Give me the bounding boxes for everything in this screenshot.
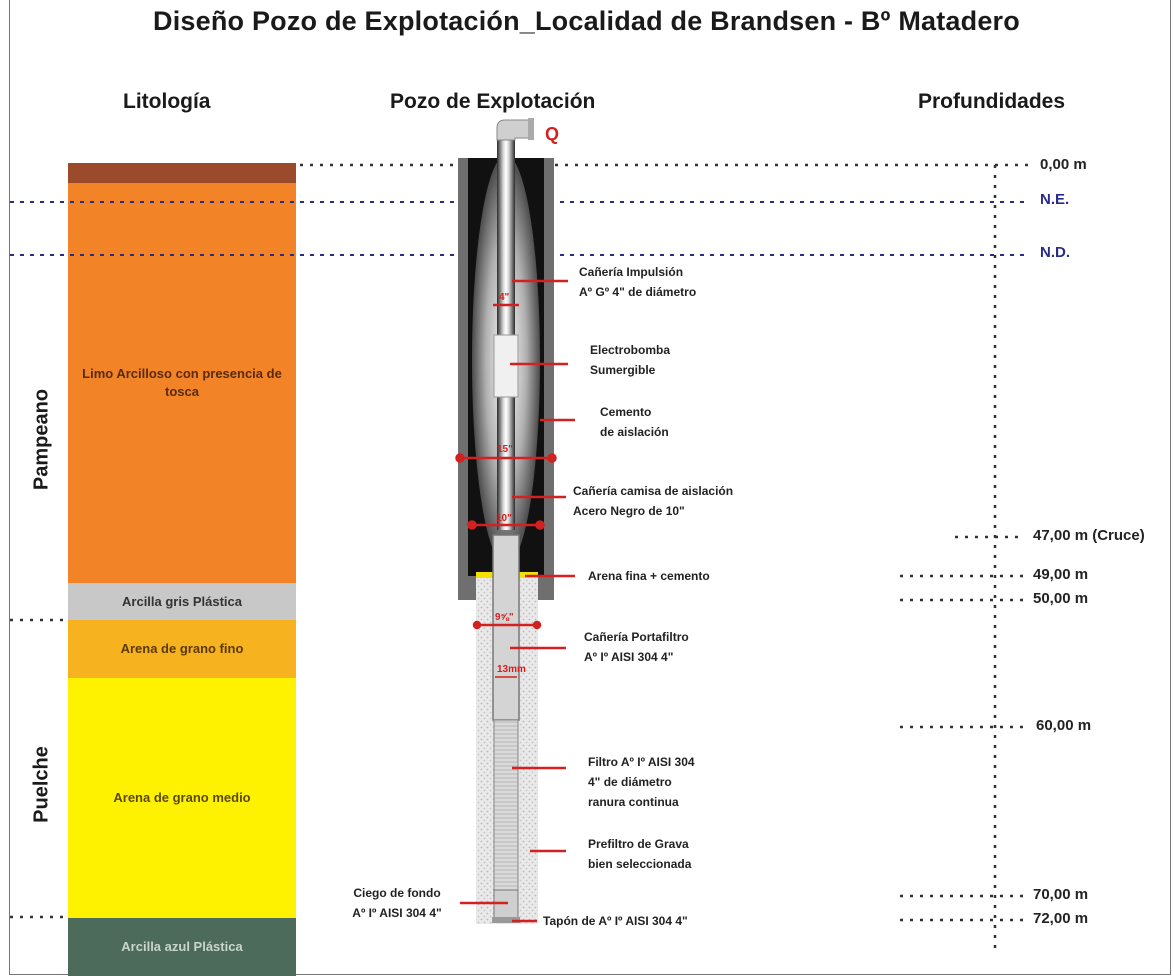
measure-13mm: 13mm	[497, 664, 526, 675]
lithology-header: Litología	[123, 90, 211, 113]
label-pump: Electrobomba Sumergible	[590, 343, 671, 377]
bottom-plug	[492, 917, 520, 923]
layer-limo-arcilloso: Limo Arcilloso con presencia de tosca	[68, 183, 296, 583]
measure-9in-dot-right	[532, 620, 542, 630]
label-casing: Cañería camisa de aislación Acero Negro …	[573, 484, 734, 518]
depth-72m: 72,00 m	[1033, 910, 1089, 927]
layer-arcilla-gris: Arcilla gris Plástica	[68, 583, 296, 620]
label-cement: Cemento de aislación	[600, 405, 669, 439]
measurement-marks	[455, 303, 557, 678]
depth-70m: 70,00 m	[1033, 886, 1089, 903]
discharge-flange	[528, 118, 534, 140]
measure-10in-dot-right	[535, 520, 545, 530]
depth-50m: 50,00 m	[1033, 590, 1089, 607]
measure-10in-dot-left	[467, 520, 477, 530]
filter-holder-pipe	[492, 534, 520, 721]
measure-9in: 9⅝"	[495, 612, 514, 623]
well-header: Pozo de Explotación	[390, 90, 596, 113]
label-plug: Tapón de Aº Iº AISI 304 4"	[543, 914, 688, 928]
measure-4in: 4"	[499, 292, 510, 303]
diagram-frame	[9, 0, 1171, 975]
layer-arena-fina: Arena de grano fino	[68, 620, 296, 678]
label-filter: Filtro Aº Iº AISI 304 4" de diámetro ran…	[588, 755, 695, 809]
depths-header: Profundidades	[918, 90, 1066, 113]
label-filter-holder: Cañería Portafiltro Aº Iº AISI 304 4"	[584, 630, 689, 664]
flow-symbol: Q	[545, 124, 560, 144]
label-gravel: Prefiltro de Grava bien seleccionada	[588, 837, 692, 871]
depth-nd: N.D.	[1040, 244, 1070, 261]
leader-lines	[460, 279, 575, 923]
depth-49m: 49,00 m	[1033, 566, 1089, 583]
depth-60m: 60,00 m	[1036, 717, 1092, 734]
depth-lines	[10, 163, 1030, 950]
filter-screen	[493, 719, 519, 891]
layer-arena-media: Arena de grano medio	[68, 678, 296, 918]
measure-15in: 15"	[497, 444, 513, 455]
measure-15in-dot-right	[547, 453, 557, 463]
discharge-elbow	[496, 119, 531, 141]
depth-0m: 0,00 m	[1040, 156, 1087, 173]
depth-ne: N.E.	[1040, 191, 1070, 208]
measure-15in-dot-left	[455, 453, 465, 463]
label-impulsion: Cañería Impulsión Aº Gº 4" de diámetro	[579, 265, 697, 299]
diagram-title: Diseño Pozo de Explotación_Localidad de …	[153, 6, 1020, 36]
layer-arcilla-azul: Arcilla azul Plástica	[68, 918, 296, 976]
layer-topsoil	[68, 163, 296, 183]
measure-10in: 10"	[496, 513, 512, 524]
measure-9in-dot-left	[472, 620, 482, 630]
label-sand-cement: Arena fina + cemento	[588, 569, 710, 583]
submersible-pump	[493, 334, 519, 398]
depth-47m: 47,00 m (Cruce)	[1033, 527, 1145, 544]
label-blind-bottom: Ciego de fondo Aº Iº AISI 304 4"	[352, 886, 442, 920]
